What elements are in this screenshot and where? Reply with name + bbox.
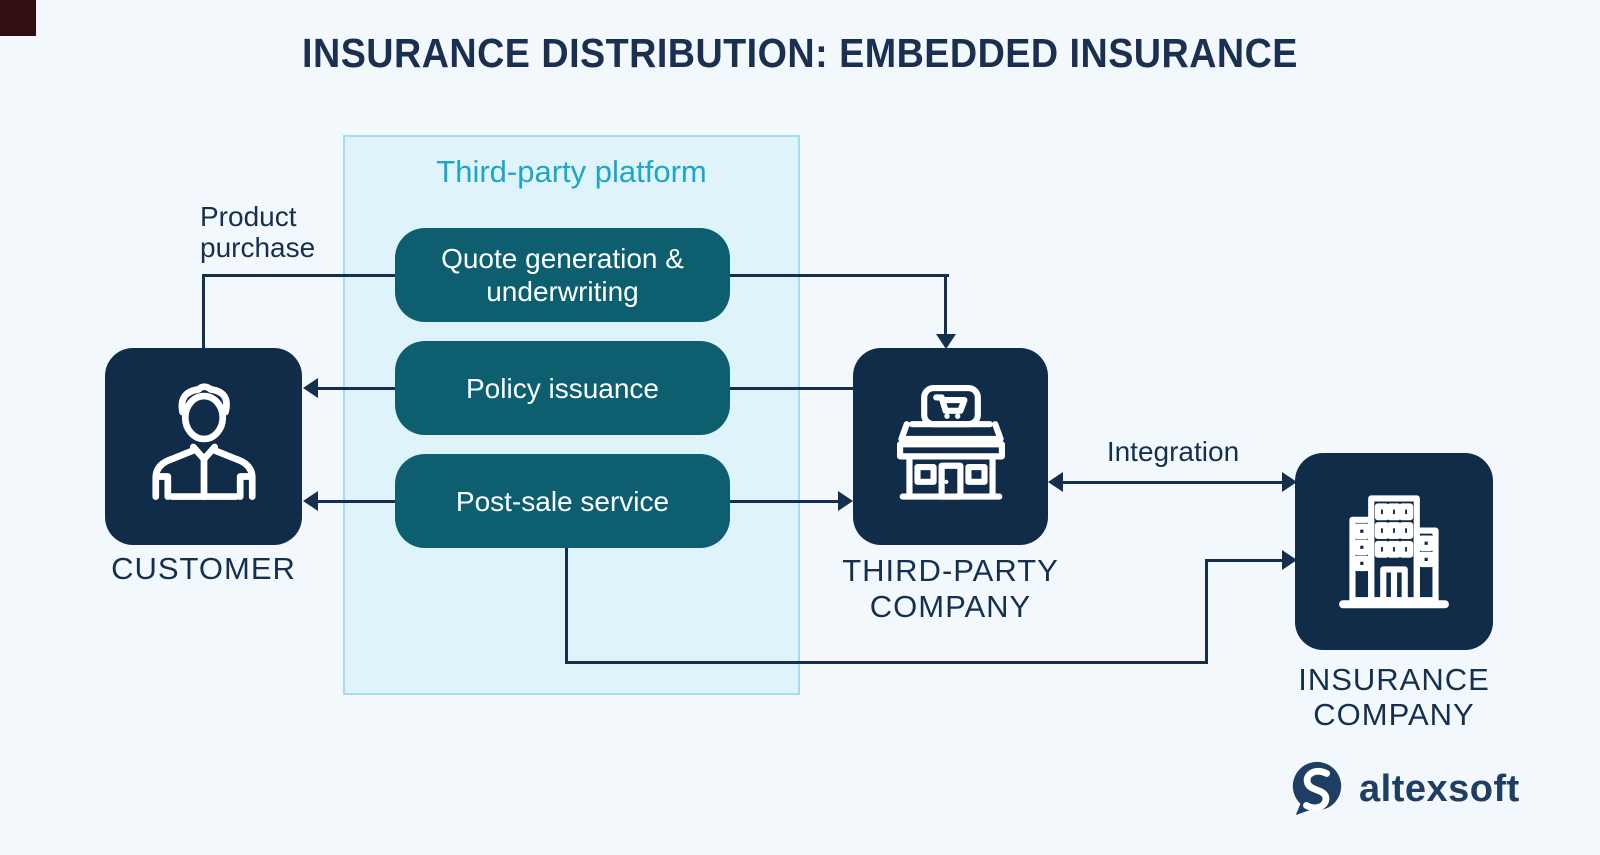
- arrowhead-policy-to-customer: [303, 378, 318, 398]
- arrowhead-integration-right: [1282, 472, 1297, 492]
- customer-node: [105, 348, 302, 545]
- third-party-company-node: [853, 348, 1048, 545]
- arrowhead-integration-left: [1048, 472, 1063, 492]
- connector-bottom-horizontal: [565, 661, 1208, 664]
- storefront-icon: [884, 380, 1018, 514]
- arrowhead-postsale-to-customer: [303, 491, 318, 511]
- policy-issuance-box: Policy issuance: [395, 341, 730, 435]
- third-party-company-label: THIRD-PARTY COMPANY: [842, 553, 1059, 624]
- insurance-company-label: INSURANCE COMPANY: [1298, 662, 1490, 732]
- arrowhead-postsale-to-insurance: [1282, 550, 1297, 570]
- platform-label: Third-party platform: [436, 154, 707, 189]
- integration-label: Integration: [1106, 436, 1240, 467]
- policy-issuance-label: Policy issuance: [466, 372, 659, 404]
- connector-bottom-up: [1205, 561, 1208, 664]
- corner-artifact: [0, 0, 36, 36]
- customer-label: CUSTOMER: [111, 551, 296, 586]
- quote-generation-label: Quote generation & underwriting: [441, 243, 684, 307]
- post-sale-service-label: Post-sale service: [455, 485, 670, 517]
- connector-policy-right: [730, 387, 853, 390]
- connector-integration: [1063, 481, 1282, 484]
- office-building-icon: [1327, 485, 1461, 619]
- arrowhead-quote-to-thirdparty: [936, 334, 956, 349]
- connector-quote-down: [944, 274, 947, 336]
- connector-postsale-down: [565, 548, 568, 664]
- post-sale-service-box: Post-sale service: [395, 454, 730, 548]
- altexsoft-wordmark: altexsoft: [1359, 767, 1520, 810]
- person-icon: [137, 380, 271, 514]
- connector-bottom-to-insurance: [1205, 559, 1282, 562]
- insurance-company-node: [1295, 453, 1493, 650]
- arrowhead-postsale-to-thirdparty: [838, 491, 853, 511]
- connector-postsale-left: [318, 500, 395, 503]
- connector-policy-left: [318, 387, 395, 390]
- connector-postsale-right: [730, 500, 838, 503]
- connector-customer-up: [202, 274, 205, 348]
- diagram-title: INSURANCE DISTRIBUTION: EMBEDDED INSURAN…: [302, 30, 1298, 76]
- connector-product-purchase: [202, 274, 395, 277]
- quote-generation-box: Quote generation & underwriting: [395, 228, 730, 322]
- altexsoft-logo: altexsoft: [1288, 760, 1520, 818]
- product-purchase-label: Product purchase: [200, 201, 316, 263]
- connector-quote-right: [730, 274, 949, 277]
- altexsoft-logo-mark: [1288, 760, 1346, 818]
